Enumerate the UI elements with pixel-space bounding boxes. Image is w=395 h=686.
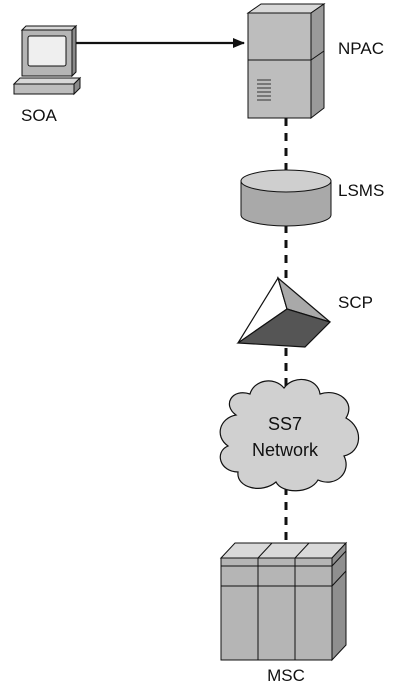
soa-label: SOA xyxy=(21,106,58,125)
soa-workstation-icon xyxy=(12,24,82,96)
npac-label: NPAC xyxy=(338,39,384,58)
lsms-database-icon xyxy=(240,169,332,227)
npac-server-icon xyxy=(246,3,326,120)
ss7-label-line2: Network xyxy=(252,440,319,460)
ss7-network-cloud-icon xyxy=(219,378,360,492)
ss7-label-line1: SS7 xyxy=(268,414,302,434)
lsms-label: LSMS xyxy=(338,181,384,200)
msc-switch-icon xyxy=(219,541,348,662)
msc-label: MSC xyxy=(267,666,305,685)
scp-label: SCP xyxy=(338,293,373,312)
scp-pyramid-icon xyxy=(236,276,332,348)
